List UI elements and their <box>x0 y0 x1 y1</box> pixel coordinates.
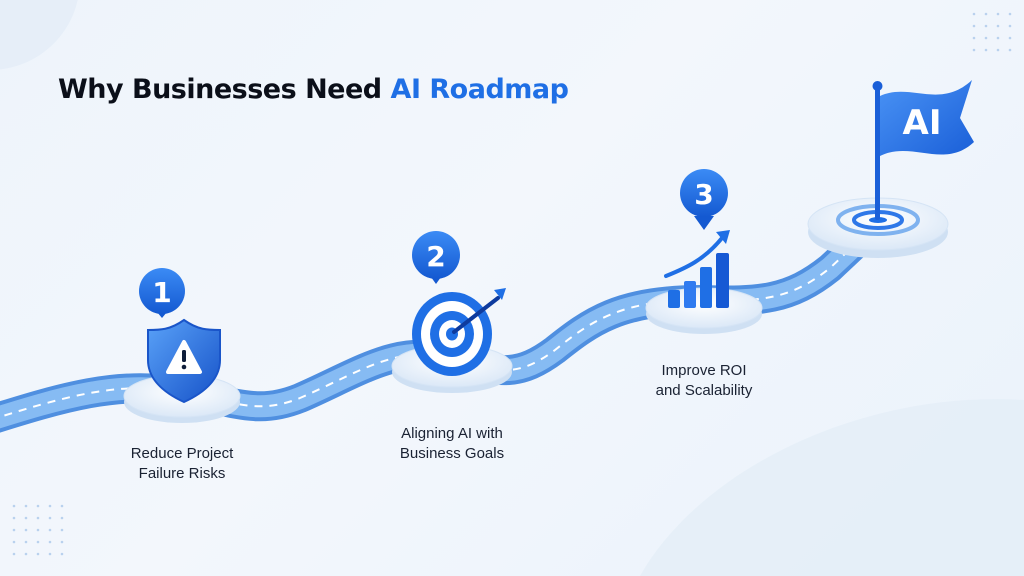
flag-label: AI <box>903 103 942 143</box>
dot-grid <box>964 12 1020 56</box>
step-1-label-line-1: Reduce Project <box>130 445 234 462</box>
step-3-number: 3 <box>694 178 713 211</box>
target-arrow-icon <box>412 288 506 376</box>
page-title: Why Businesses Need AI Roadmap <box>58 74 569 105</box>
shield-warning-icon <box>147 318 221 404</box>
title-main: Why Businesses Need <box>58 74 391 105</box>
step-2-label-line-1: Aligning AI with <box>401 425 503 442</box>
step-1-pin: 1 <box>139 268 185 318</box>
flag-icon: AI <box>872 80 974 220</box>
title-accent: AI Roadmap <box>390 74 569 105</box>
step-3-label-line-1: Improve ROI <box>661 362 747 379</box>
bar-chart-growth-icon <box>664 230 730 308</box>
background-blob <box>0 0 78 70</box>
dot-grid <box>8 504 68 564</box>
step-2-label-line-2: Business Goals <box>399 445 505 462</box>
step-3-label-line-2: and Scalability <box>655 382 753 399</box>
step-2-number: 2 <box>426 240 445 273</box>
step-2-label: Aligning AI with Business Goals <box>382 424 522 464</box>
step-3-pin: 3 <box>680 169 728 230</box>
step-1-label-line-2: Failure Risks <box>138 465 226 482</box>
step-1-label: Reduce Project Failure Risks <box>112 444 252 484</box>
step-1-number: 1 <box>152 276 171 309</box>
step-2-pin: 2 <box>412 231 460 284</box>
step-3-label: Improve ROI and Scalability <box>634 361 774 401</box>
background-blob <box>640 399 1024 576</box>
